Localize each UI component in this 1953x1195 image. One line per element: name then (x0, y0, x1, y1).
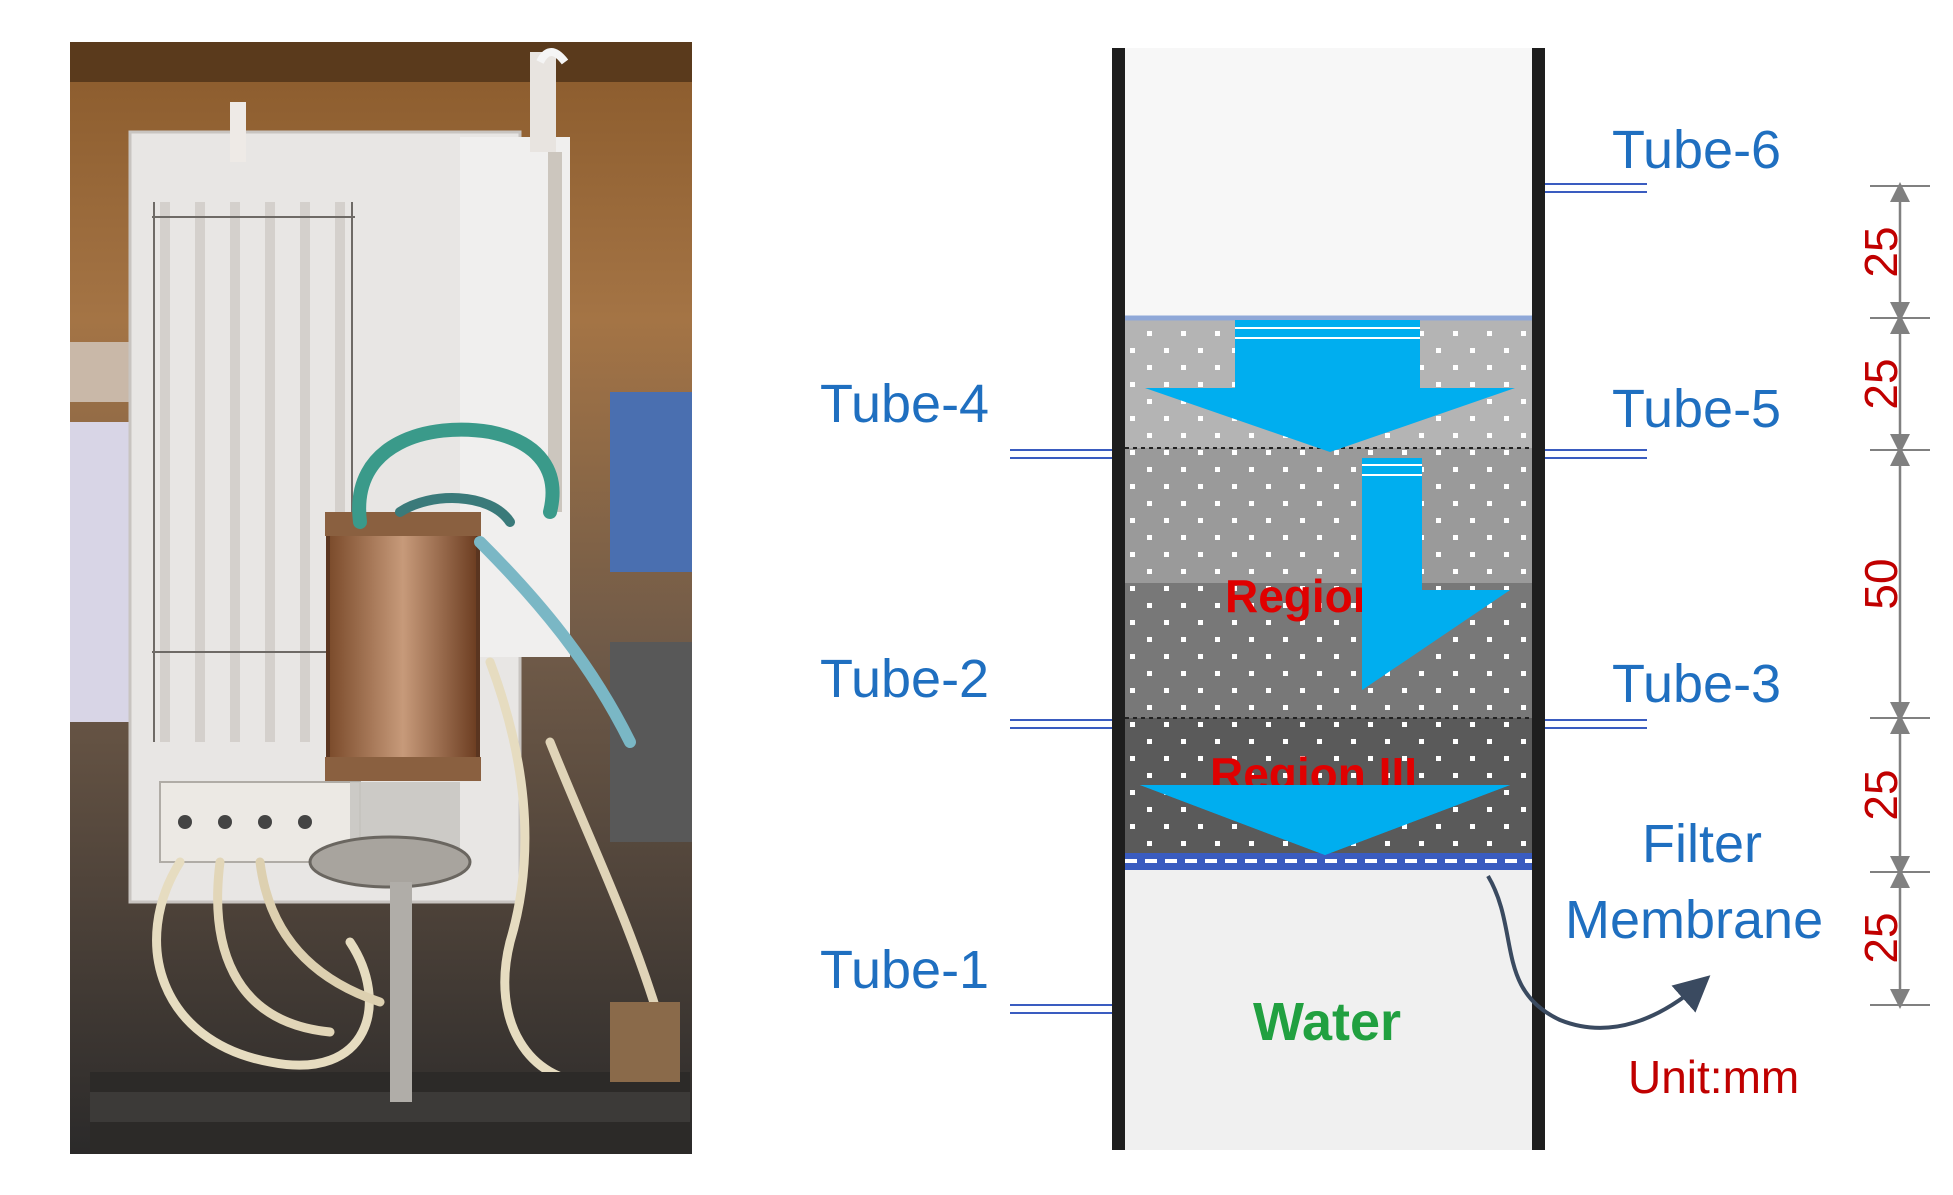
empty-column-top (1125, 48, 1532, 318)
filter-label-line1: Filter (1642, 814, 1762, 874)
dim-label-4: 25 (1855, 769, 1907, 820)
filter-pointer-arrow (1486, 874, 1711, 1030)
dim-label-1: 25 (1855, 226, 1907, 277)
tube-4-label: Tube-4 (820, 374, 989, 434)
tube-1-label: Tube-1 (820, 940, 989, 1000)
dim-label-3: 50 (1855, 558, 1907, 609)
flow-arrow-middle-head-overlay (1362, 590, 1510, 690)
dim-label-5: 25 (1855, 912, 1907, 963)
column-wall-left (1112, 48, 1125, 1150)
water-chamber (1125, 870, 1532, 1150)
flow-arrow-top (1145, 320, 1515, 452)
tube-ports (1010, 183, 1647, 1014)
tube-2-label: Tube-2 (820, 649, 989, 709)
flow-arrow-middle-overlay (1362, 540, 1422, 595)
water-label: Water (1253, 992, 1401, 1052)
dim-label-2: 25 (1855, 358, 1907, 409)
filter-label-line2: Membrane (1565, 890, 1823, 950)
apparatus-photo-drawing (70, 42, 692, 1154)
column-wall-right (1532, 48, 1545, 1150)
tube-5-label: Tube-5 (1612, 379, 1781, 439)
unit-label: Unit:mm (1628, 1051, 1799, 1103)
tube-6-label: Tube-6 (1612, 120, 1781, 180)
apparatus-photo (70, 42, 692, 1154)
flow-arrow-bottom-overlay (1140, 785, 1510, 855)
tube-3-label: Tube-3 (1612, 654, 1781, 714)
dimension-scale: 25 25 50 25 25 (1855, 182, 1930, 1009)
